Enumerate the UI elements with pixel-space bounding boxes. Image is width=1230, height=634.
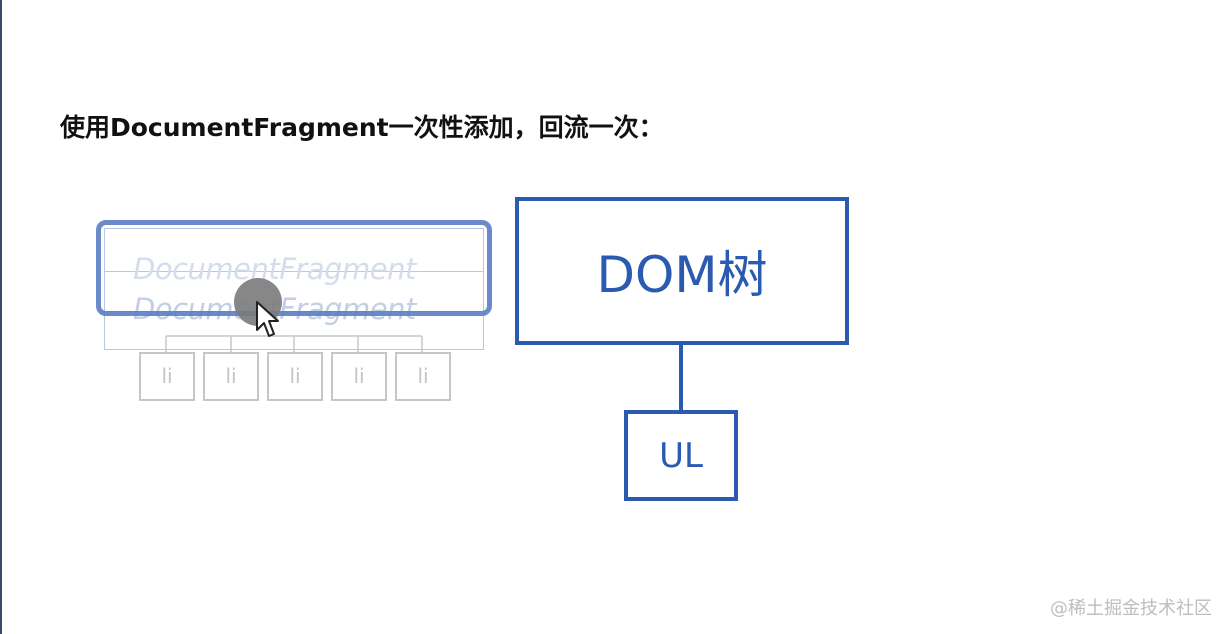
dom-connector-line [679, 345, 683, 410]
fragment-divider [104, 271, 484, 272]
dom-tree-label: DOM树 [596, 246, 768, 304]
page-title: 使用DocumentFragment一次性添加，回流一次： [60, 113, 664, 142]
li-node: li [203, 352, 259, 401]
ul-node: UL [624, 410, 738, 501]
watermark: @稀土掘金技术社区 [1050, 598, 1212, 619]
li-node: li [395, 352, 451, 401]
fragment-drag-highlight[interactable] [96, 220, 492, 316]
dom-tree-node: DOM树 [515, 197, 849, 345]
fragment-label: DocumentFragment [133, 252, 416, 286]
li-node: li [331, 352, 387, 401]
li-node: li [267, 352, 323, 401]
li-node: li [139, 352, 195, 401]
mouse-pointer-icon [256, 301, 279, 337]
left-border [0, 0, 2, 634]
ul-label: UL [659, 435, 703, 476]
